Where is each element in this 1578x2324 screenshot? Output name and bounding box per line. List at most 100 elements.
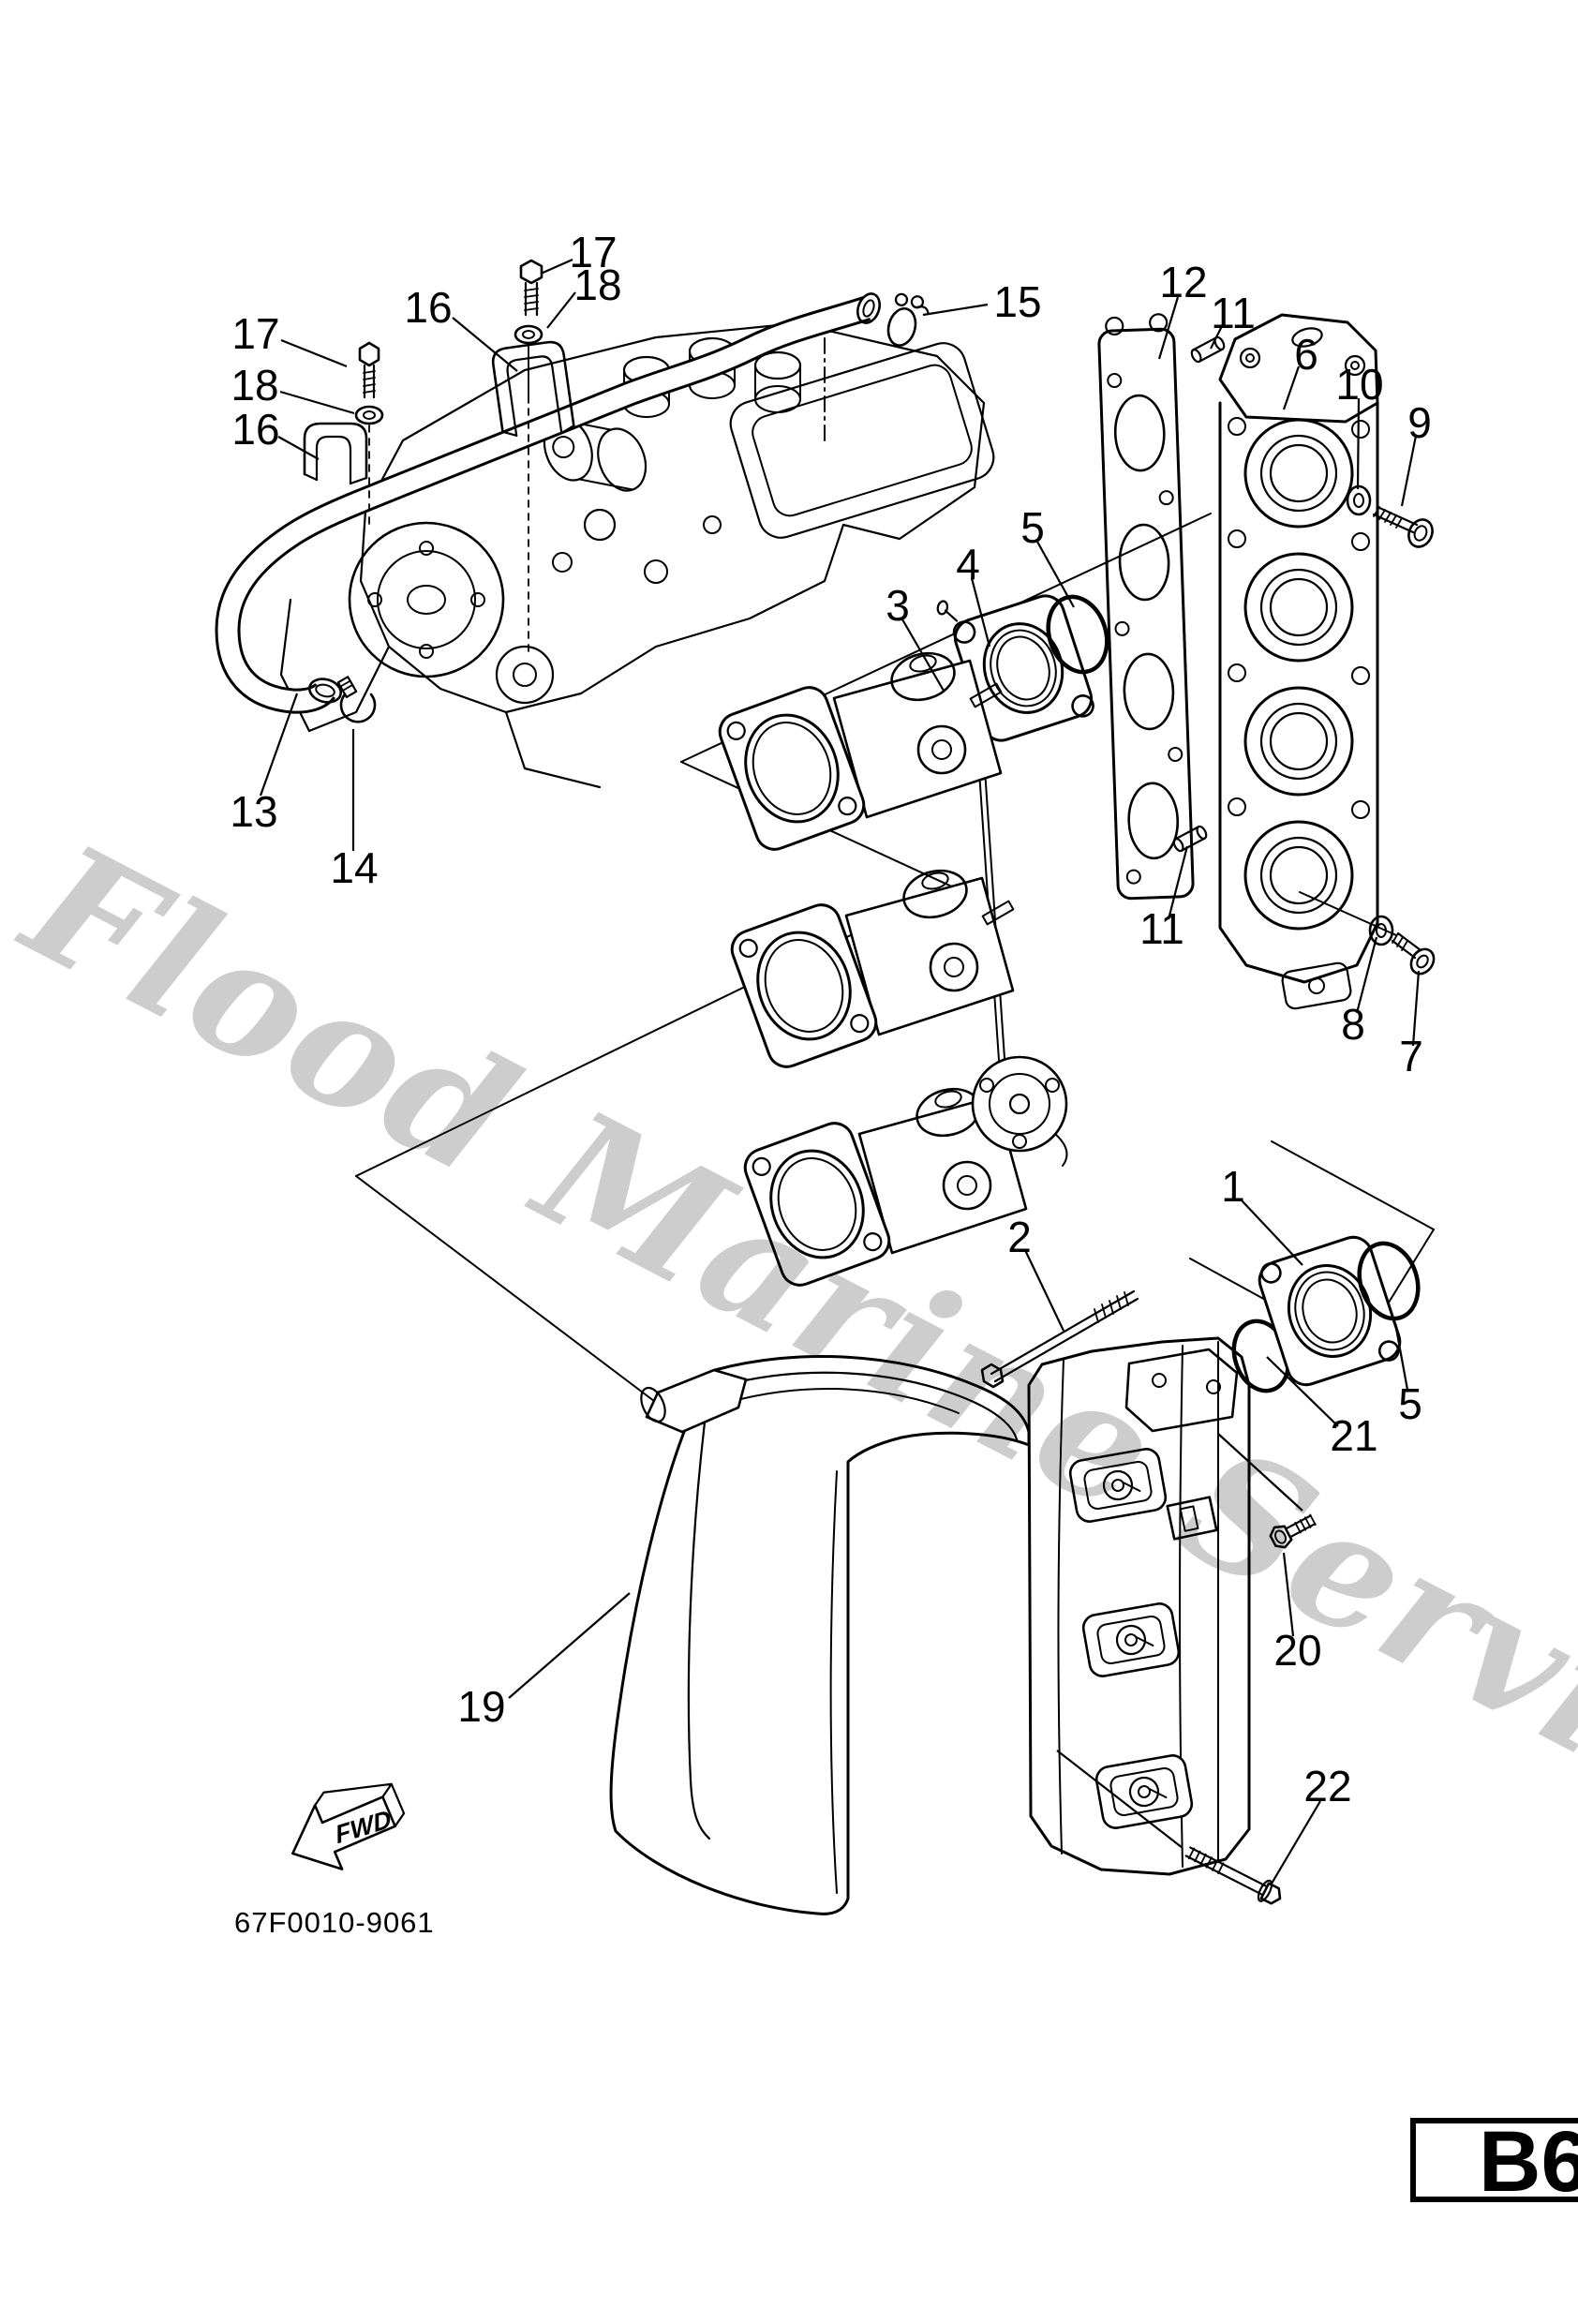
fwd-arrow: FWD bbox=[291, 1782, 406, 1870]
callout-14: 14 bbox=[330, 729, 379, 892]
leader-line bbox=[1271, 1800, 1321, 1885]
leader-line bbox=[1217, 1433, 1303, 1512]
o-ring-5-upper bbox=[1046, 594, 1109, 675]
leader-line bbox=[1241, 1199, 1303, 1266]
callout-number: 13 bbox=[230, 787, 277, 836]
washer-8 bbox=[1368, 915, 1394, 946]
callout-number: 19 bbox=[457, 1682, 505, 1731]
callout-number: 18 bbox=[573, 261, 621, 309]
leader-line bbox=[1024, 1249, 1064, 1332]
callout-number: 20 bbox=[1273, 1626, 1321, 1675]
callout-2: 2 bbox=[1007, 1213, 1064, 1332]
diagram-code: 67F0010-9061 bbox=[234, 1906, 435, 1939]
leader-line bbox=[259, 693, 299, 797]
leader-line bbox=[1056, 1750, 1184, 1849]
callout-18: 18 bbox=[546, 261, 622, 329]
callout-11: 11 bbox=[1139, 845, 1189, 953]
intake-silencer-19 bbox=[609, 1354, 1031, 1915]
hose-13 bbox=[215, 296, 871, 714]
hose-clamp-15 bbox=[886, 292, 930, 347]
callout-6: 6 bbox=[1282, 330, 1318, 410]
callout-5: 5 bbox=[1020, 503, 1075, 608]
bolt-17-right bbox=[519, 259, 543, 317]
leader-line bbox=[1210, 323, 1224, 350]
callout-number: 5 bbox=[1398, 1379, 1422, 1428]
dowel-pin-upper bbox=[1190, 335, 1226, 364]
intake-manifold-lower bbox=[1027, 1336, 1251, 1876]
throttle-flange-1 bbox=[1258, 1235, 1402, 1387]
callout-12: 12 bbox=[1157, 258, 1208, 360]
callout-number: 4 bbox=[956, 540, 980, 588]
callout-number: 7 bbox=[1399, 1032, 1423, 1080]
dowel-pin-lower bbox=[1172, 825, 1208, 853]
callout-4: 4 bbox=[956, 540, 991, 648]
callout-1: 1 bbox=[1221, 1162, 1303, 1266]
callout-number: 14 bbox=[330, 843, 378, 892]
leader-line bbox=[540, 258, 573, 276]
callout-18: 18 bbox=[231, 361, 355, 415]
leader-line bbox=[452, 317, 518, 372]
leader-line bbox=[1167, 845, 1189, 920]
callout-number: 8 bbox=[1341, 1000, 1365, 1049]
callout-number: 17 bbox=[569, 228, 617, 276]
callout-21: 21 bbox=[1266, 1356, 1378, 1460]
leader-line bbox=[280, 338, 348, 368]
callout-13: 13 bbox=[230, 693, 299, 836]
callout-8: 8 bbox=[1341, 936, 1378, 1049]
leader-line bbox=[901, 618, 945, 692]
leader-line bbox=[1355, 936, 1378, 1014]
bolt-22 bbox=[1184, 1846, 1282, 1905]
leader-line bbox=[508, 1592, 631, 1699]
callout-9: 9 bbox=[1400, 398, 1432, 507]
leader-line bbox=[1036, 541, 1075, 608]
bolt-17-left bbox=[358, 341, 380, 399]
callout-17: 17 bbox=[540, 228, 618, 276]
callout-number: 9 bbox=[1407, 398, 1432, 447]
leader-line bbox=[1400, 435, 1418, 507]
callout-11: 11 bbox=[1210, 289, 1256, 350]
bolt-7 bbox=[1391, 931, 1436, 976]
pipe-bracket-left bbox=[303, 422, 368, 485]
callout-number: 10 bbox=[1335, 360, 1383, 409]
callout-number: 6 bbox=[1294, 330, 1318, 379]
washer-10 bbox=[1346, 484, 1372, 516]
callout-number: 17 bbox=[231, 309, 279, 358]
callout-number: 11 bbox=[1139, 904, 1184, 953]
leader-line bbox=[1393, 1322, 1409, 1391]
callout-number: 22 bbox=[1303, 1762, 1351, 1810]
callout-7: 7 bbox=[1399, 970, 1423, 1080]
hose-clamp-14 bbox=[336, 676, 377, 723]
callout-number: 16 bbox=[231, 405, 279, 454]
callout-16: 16 bbox=[231, 405, 320, 460]
bolt-9 bbox=[1372, 505, 1434, 548]
page-tag-box: B6 bbox=[1410, 2114, 1578, 2210]
throttle-cam bbox=[971, 1055, 1068, 1167]
washer-18-right bbox=[514, 324, 543, 345]
callout-15: 15 bbox=[922, 277, 1042, 326]
leader-line bbox=[970, 577, 991, 648]
callout-number: 3 bbox=[886, 581, 910, 630]
breather-pipe-assembly bbox=[215, 259, 930, 723]
callout-number: 21 bbox=[1330, 1411, 1377, 1460]
leader-line bbox=[1282, 365, 1301, 410]
callout-number: 15 bbox=[993, 277, 1041, 326]
callout-number: 2 bbox=[1007, 1213, 1032, 1261]
leader-line bbox=[279, 390, 355, 415]
bolt-20 bbox=[1269, 1513, 1317, 1549]
washer-18-left bbox=[354, 405, 384, 425]
leader-line bbox=[1356, 397, 1361, 490]
callout-20: 20 bbox=[1217, 1433, 1322, 1675]
leader-line bbox=[922, 303, 989, 317]
callout-3: 3 bbox=[886, 581, 945, 692]
manifold-ports bbox=[1243, 418, 1354, 931]
callout-number: 1 bbox=[1221, 1162, 1245, 1211]
callout-17: 17 bbox=[231, 309, 348, 368]
callout-5: 5 bbox=[1393, 1322, 1422, 1428]
callout-22: 22 bbox=[1056, 1750, 1352, 1885]
callout-number: 16 bbox=[404, 283, 452, 332]
callout-16: 16 bbox=[404, 283, 518, 372]
flywheel bbox=[348, 521, 505, 678]
intake-manifold bbox=[1218, 313, 1379, 1010]
valve-cover bbox=[729, 342, 995, 539]
